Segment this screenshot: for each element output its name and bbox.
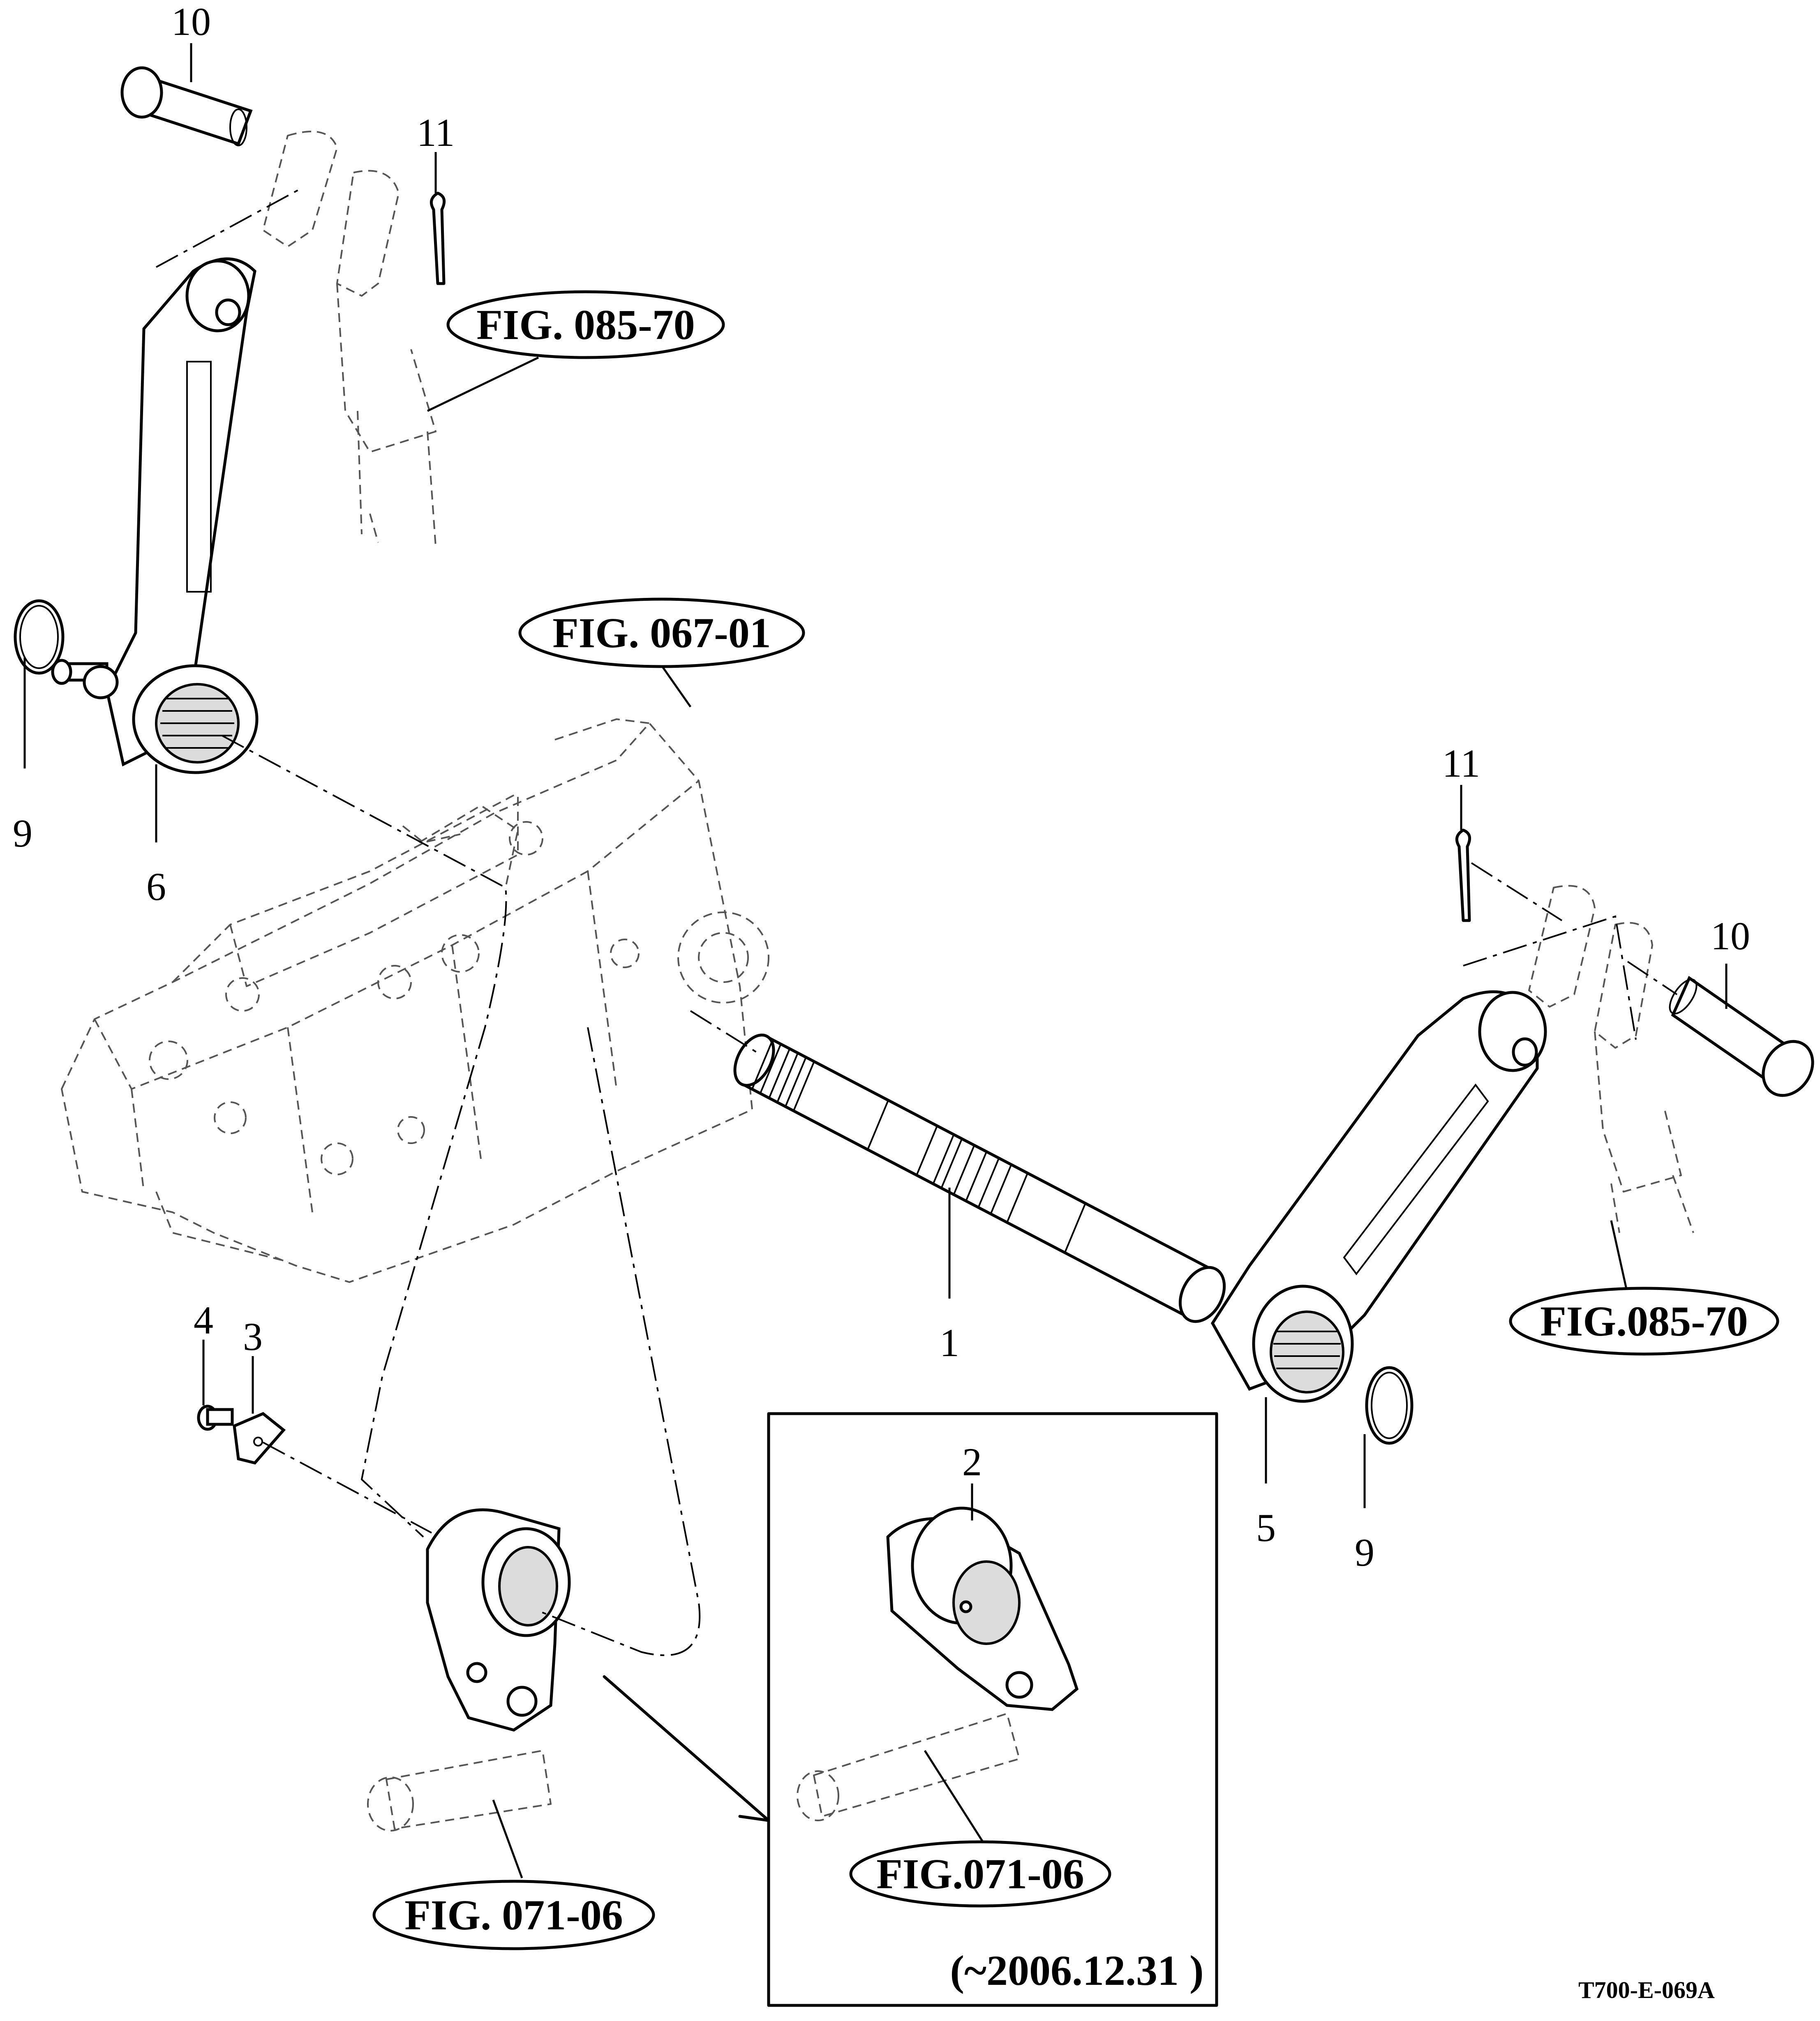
shaft-spline-left xyxy=(751,1039,806,1108)
callout-3: 3 xyxy=(243,1315,263,1359)
transmission-housing xyxy=(61,718,769,1283)
callout-1: 1 xyxy=(940,1321,959,1365)
figref-067-01[interactable]: FIG. 067-01 xyxy=(518,598,805,668)
lift-shaft xyxy=(733,1034,1226,1323)
pin-right xyxy=(1669,976,1814,1097)
snap-ring-left xyxy=(14,599,65,675)
lift-arm-boss xyxy=(426,1508,571,1732)
figref-067-01-label: FIG. 067-01 xyxy=(552,609,771,657)
inset-pin-ghost xyxy=(797,1713,1020,1821)
figref-085-70-top-label: FIG. 085-70 xyxy=(476,301,695,348)
top-link-ghost xyxy=(262,131,437,547)
pin-ghost-bottom xyxy=(367,1750,552,1832)
callout-9-left: 9 xyxy=(13,811,32,855)
cotter-pin-right xyxy=(1455,828,1471,922)
lift-arm-left xyxy=(51,257,259,774)
inset-pointer xyxy=(603,1675,770,1822)
figref-085-70-right[interactable]: FIG.085-70 xyxy=(1509,1287,1779,1356)
pin-top xyxy=(120,66,253,146)
figref-071-06-bottom[interactable]: FIG. 071-06 xyxy=(372,1880,655,1950)
figref-071-06-inset[interactable]: FIG.071-06 xyxy=(849,1840,1111,1908)
inset-date-note: (~2006.12.31 ) xyxy=(950,1947,1203,1994)
callout-4: 4 xyxy=(194,1298,213,1342)
inset-lift-arm xyxy=(886,1507,1079,1711)
figref-071-06-inset-label: FIG.071-06 xyxy=(876,1850,1084,1898)
drawing-code: T700-E-069A xyxy=(1578,1977,1715,2003)
plate-part-3 xyxy=(233,1412,286,1465)
callout-11-right: 11 xyxy=(1442,741,1480,785)
callout-2: 2 xyxy=(962,1440,982,1484)
left-arm-bolt xyxy=(51,659,119,699)
callout-9-right: 9 xyxy=(1355,1530,1374,1574)
cotter-pin-top xyxy=(430,191,446,285)
callout-5: 5 xyxy=(1256,1506,1276,1550)
figref-071-06-bottom-label: FIG. 071-06 xyxy=(404,1892,623,1939)
part-callouts: 10 11 9 6 11 10 1 4 3 2 5 9 xyxy=(13,0,1750,1574)
right-link-ghost xyxy=(1528,885,1694,1233)
callout-10-top: 10 xyxy=(171,0,211,44)
figref-085-70-right-label: FIG.085-70 xyxy=(1540,1298,1748,1345)
shaft-spline-center xyxy=(940,1139,1012,1215)
assembly-centerlines xyxy=(156,188,1678,1656)
figref-085-70-top[interactable]: FIG. 085-70 xyxy=(446,290,725,359)
leader-lines xyxy=(23,43,1728,1878)
snap-ring-right xyxy=(1365,1366,1414,1445)
callout-10-right: 10 xyxy=(1711,914,1750,958)
inset-frame xyxy=(767,1412,1218,2007)
callout-11-top: 11 xyxy=(417,111,455,155)
lift-arm-right xyxy=(1210,990,1547,1403)
bolt-part-4 xyxy=(197,1405,234,1431)
callout-6: 6 xyxy=(146,865,166,909)
